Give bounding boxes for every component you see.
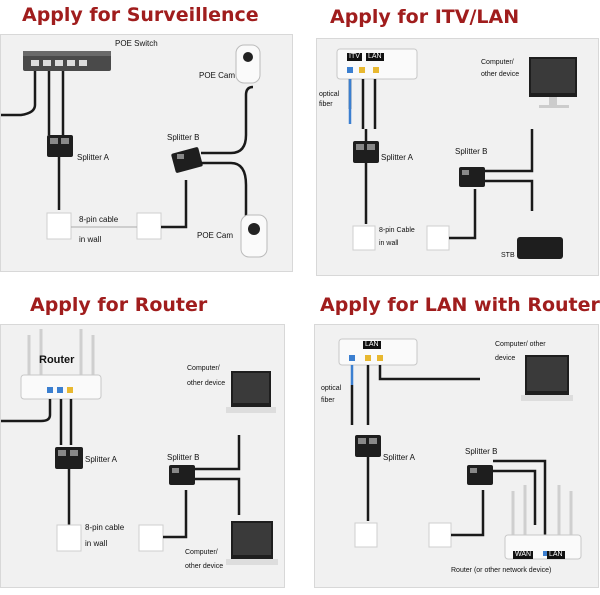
panel-title-surveillance: Apply for Surveillence xyxy=(22,4,259,26)
port-wan-label: WAN xyxy=(513,551,534,559)
computer-label-line2: device xyxy=(495,355,516,362)
panel-itv-lan: ITV LAN optical fiber Computer/ other de… xyxy=(316,38,599,276)
computer-label-line1: Computer/ xyxy=(481,59,514,66)
monitor-bottom-icon xyxy=(226,521,278,565)
splitter-a-icon xyxy=(55,447,83,469)
router-caption: Router (or other network device) xyxy=(451,567,552,574)
poe-switch-label: POE Switch xyxy=(115,39,158,48)
splitter-a-label: Splitter A xyxy=(381,153,414,162)
surveillance-diagram xyxy=(1,44,268,258)
splitter-b-icon xyxy=(169,465,195,485)
cable-label-line2: in wall xyxy=(79,235,102,244)
cable-label-line1: 8-pin cable xyxy=(85,523,125,532)
computer-bottom-label-line1: Computer/ xyxy=(185,549,218,556)
cable-label-line1: 8-pin cable xyxy=(79,215,119,224)
cable-label-line2: in wall xyxy=(85,539,108,548)
computer-label-line2: other device xyxy=(481,71,520,78)
optical-fiber-label-line2: fiber xyxy=(321,397,335,404)
itv-lan-diagram xyxy=(336,48,577,259)
splitter-a-label: Splitter A xyxy=(383,453,416,462)
cable-label-line2: in wall xyxy=(379,240,399,247)
cable-label-line1: 8-pin Cable xyxy=(379,227,415,234)
optical-fiber-label-line1: optical xyxy=(319,91,340,98)
panel-surveillance: POE Switch POE Cam Splitter A Splitter B… xyxy=(0,34,293,272)
stb-icon xyxy=(517,237,563,259)
poe-cam-top-label: POE Cam xyxy=(199,71,236,80)
router-icon xyxy=(20,329,102,400)
splitter-b-label: Splitter B xyxy=(167,453,200,462)
splitter-a-label: Splitter A xyxy=(77,153,110,162)
computer-top-label-line1: Computer/ xyxy=(187,365,220,372)
splitter-b-icon xyxy=(459,167,485,187)
lan-router-diagram xyxy=(338,338,582,560)
router-diagram xyxy=(1,329,278,565)
port-lan-label: LAN xyxy=(366,53,384,61)
splitter-b-label: Splitter B xyxy=(167,133,200,142)
poe-switch-icon xyxy=(23,51,111,71)
poe-cam-top-icon xyxy=(235,44,261,84)
splitter-a-icon xyxy=(47,135,73,157)
monitor-top-icon xyxy=(226,371,276,413)
monitor-icon xyxy=(521,355,573,401)
modem-icon xyxy=(338,338,418,366)
splitter-a-icon xyxy=(355,435,381,457)
poe-cam-bottom-icon xyxy=(240,214,268,258)
computer-bottom-label-line2: other device xyxy=(185,563,224,570)
optical-fiber-label-line1: optical xyxy=(321,385,342,392)
computer-label-line1: Computer/ other xyxy=(495,341,546,348)
port-lan-label: LAN xyxy=(363,341,381,349)
router-icon xyxy=(504,485,582,560)
splitter-b-icon xyxy=(467,465,493,485)
router-label: Router xyxy=(39,354,75,366)
splitter-b-label: Splitter B xyxy=(465,447,498,456)
splitter-a-icon xyxy=(353,141,379,163)
stb-label: STB xyxy=(501,252,515,259)
panel-lan-router: LAN optical fiber Computer/ other device… xyxy=(314,324,599,588)
poe-cam-bottom-label: POE Cam xyxy=(197,231,234,240)
panel-title-router: Apply for Router xyxy=(30,294,208,316)
port-lan2-label: LAN xyxy=(547,551,565,559)
computer-top-label-line2: other device xyxy=(187,380,226,387)
panel-router: Router Computer/ other device Splitter A… xyxy=(0,324,285,588)
panel-title-itv-lan: Apply for ITV/LAN xyxy=(330,6,520,28)
splitter-b-label: Splitter B xyxy=(455,147,488,156)
splitter-b-icon xyxy=(171,147,203,173)
optical-fiber-label-line2: fiber xyxy=(319,101,333,108)
panel-title-lan-router: Apply for LAN with Router xyxy=(320,294,600,316)
splitter-a-label: Splitter A xyxy=(85,455,118,464)
port-itv-label: ITV xyxy=(347,53,362,61)
monitor-icon xyxy=(529,57,577,108)
